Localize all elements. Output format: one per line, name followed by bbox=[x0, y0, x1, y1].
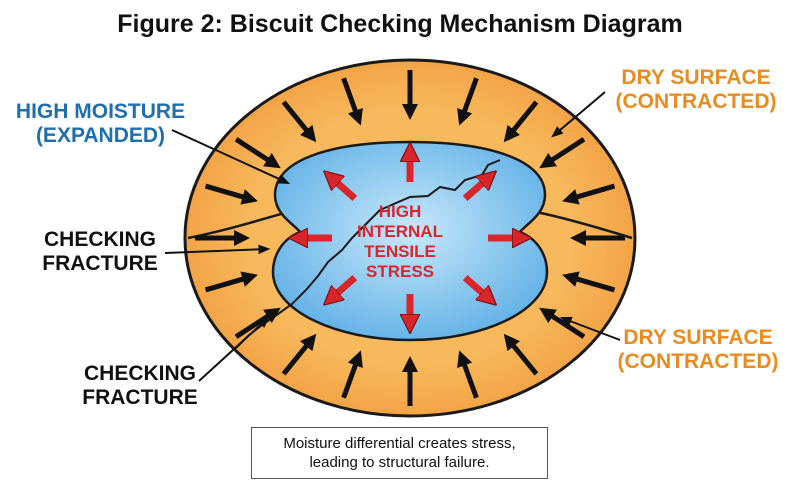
tensile-stress-arrow bbox=[462, 177, 489, 202]
label-checking-fracture-bottom: CHECKING FRACTURE bbox=[82, 362, 198, 409]
compression-arrows bbox=[195, 70, 625, 406]
compression-arrow bbox=[457, 77, 479, 126]
leader-dry-bottom bbox=[559, 316, 621, 341]
tensile-stress-arrow bbox=[331, 177, 358, 202]
compression-arrow bbox=[503, 333, 539, 376]
tensile-stress-arrow bbox=[331, 274, 358, 299]
leader-dry-top bbox=[551, 91, 606, 138]
compression-arrow bbox=[341, 350, 363, 399]
figure-title: Figure 2: Biscuit Checking Mechanism Dia… bbox=[117, 10, 683, 38]
compression-arrow bbox=[204, 271, 258, 293]
compression-arrow bbox=[341, 77, 363, 126]
checking-fracture-line bbox=[235, 159, 501, 349]
compression-arrow bbox=[503, 100, 539, 143]
leader-high-moisture bbox=[171, 129, 291, 184]
label-dry-surface-bottom: DRY SURFACE (CONTRACTED) bbox=[617, 326, 779, 373]
compression-arrow bbox=[234, 307, 281, 339]
compression-arrow bbox=[234, 137, 281, 169]
compression-arrow bbox=[204, 183, 258, 205]
label-center-stress: HIGH INTERNAL TENSILE STRESS bbox=[357, 202, 443, 281]
tensile-stress-arrow bbox=[462, 274, 489, 299]
leader-fracture-bottom bbox=[198, 316, 270, 382]
compression-arrow bbox=[281, 100, 317, 143]
compression-arrow bbox=[539, 137, 586, 169]
label-dry-surface-top: DRY SURFACE (CONTRACTED) bbox=[615, 66, 777, 113]
tensile-stress-arrows bbox=[298, 152, 522, 324]
compression-arrow bbox=[562, 183, 616, 205]
leader-fracture-mid bbox=[164, 244, 271, 255]
compression-arrow bbox=[457, 350, 479, 399]
compression-arrow bbox=[562, 271, 616, 293]
label-checking-fracture-mid: CHECKING FRACTURE bbox=[42, 228, 158, 275]
caption-box: Moisture differential creates stress, le… bbox=[251, 427, 548, 479]
compression-arrow bbox=[281, 333, 317, 376]
label-high-moisture: HIGH MOISTURE (EXPANDED) bbox=[15, 100, 186, 147]
